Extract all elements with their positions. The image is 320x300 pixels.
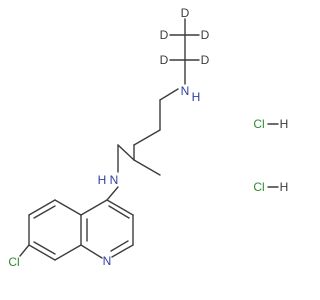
bond-c8-c8a xyxy=(54,244,82,261)
linker-hydrogen-label: H xyxy=(98,173,107,187)
structure-diagram: D D D D D N H N H N Cl Cl H Cl H xyxy=(8,6,288,269)
bond-c4-methyl xyxy=(133,159,161,176)
bond-c5-c6 xyxy=(28,199,56,216)
deuterium-label-2: D xyxy=(160,28,169,42)
bond-c2q-n xyxy=(111,244,134,258)
ring-chlorine-label: Cl xyxy=(8,255,19,269)
deuterium-label-3: D xyxy=(201,28,210,42)
bond-c2-c3 xyxy=(133,129,161,146)
linker-nitrogen-label: N xyxy=(110,173,119,187)
bond-c4q-c4a xyxy=(80,199,108,216)
ring-nitrogen-label: N xyxy=(103,254,112,268)
bond-c7-c8 xyxy=(28,244,56,261)
molecule-svg: D D D D D N H N H N Cl Cl H Cl H xyxy=(8,6,288,269)
deuterium-label-1: D xyxy=(181,6,190,20)
bond-c2q-n-inner xyxy=(110,240,129,252)
bond-c4q-c3q-inner xyxy=(108,205,130,219)
quinoline-bonds xyxy=(19,199,134,261)
bond-nh-quinoline xyxy=(106,186,119,201)
bond-c5-c6-inner xyxy=(33,205,56,219)
salt-hydrogen-label-2: H xyxy=(280,180,289,194)
bond-c4-c5 xyxy=(117,144,135,161)
salt-hydrogen-label-1: H xyxy=(280,117,289,131)
salt-chlorine-label-1: Cl xyxy=(253,117,264,131)
amine-hydrogen-label: H xyxy=(192,90,201,104)
bond-c7-cl xyxy=(19,244,30,257)
bond-n-c1 xyxy=(159,88,179,101)
pentyl-chain-bonds xyxy=(106,88,179,201)
salt-chlorine-label-2: Cl xyxy=(253,180,264,194)
deuterium-label-4: D xyxy=(160,53,169,67)
bond-c4q-c3q xyxy=(106,199,134,216)
hydrochloride-salt-1: Cl H xyxy=(253,117,288,131)
hydrochloride-salt-2: Cl H xyxy=(253,180,288,194)
ethyl-group-bonds xyxy=(169,18,200,85)
deuterium-label-5: D xyxy=(201,53,210,67)
bond-c7-c8-inner xyxy=(33,241,56,255)
atom-labels: D D D D D N H N H N Cl xyxy=(8,6,209,269)
bond-c4a-c5 xyxy=(54,199,82,216)
amine-nitrogen-label: N xyxy=(181,84,190,98)
bond-n-c8a xyxy=(80,244,103,259)
